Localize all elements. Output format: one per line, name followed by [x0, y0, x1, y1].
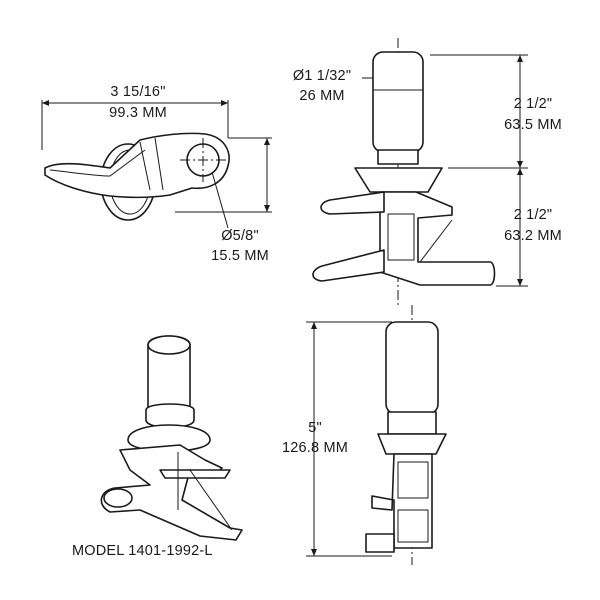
lower-mm-label: 63.2 MM	[504, 228, 562, 244]
top-view	[41, 100, 272, 229]
iso-brace	[189, 469, 233, 531]
width-in-label: 3 15/16"	[110, 84, 166, 100]
side-view-window-bottom	[397, 509, 429, 543]
hole-in-label: Ø5/8"	[221, 228, 259, 244]
shaft-dia-mm-label: 26 MM	[299, 88, 345, 104]
top-view-rib-1	[139, 141, 151, 191]
upper-mm-label: 63.5 MM	[504, 117, 562, 133]
front-view	[312, 38, 528, 305]
front-view-body	[379, 191, 496, 286]
front-view-lower-arm	[312, 249, 385, 282]
front-view-shaft	[372, 51, 424, 153]
total-in-label: 5"	[308, 420, 322, 436]
front-view-neck	[377, 149, 419, 165]
side-view-body	[371, 453, 433, 549]
hole-mm-label: 15.5 MM	[211, 248, 269, 264]
side-view-foot	[365, 533, 395, 553]
side-view-window-top	[397, 461, 429, 499]
front-view-collar	[354, 167, 443, 193]
side-view-collar	[377, 433, 447, 455]
model-label: MODEL 1401-1992-L	[72, 543, 213, 559]
hole-leader	[211, 171, 229, 229]
top-view-hook	[44, 132, 230, 199]
iso-neck	[145, 403, 195, 429]
side-view	[306, 305, 447, 565]
lower-in-label: 2 1/2"	[513, 207, 553, 223]
front-view-upper-arm	[320, 191, 385, 215]
total-mm-label: 126.8 MM	[281, 440, 349, 456]
side-view-shaft	[385, 321, 439, 415]
top-view-hook-edge	[49, 149, 146, 177]
front-view-brace	[419, 219, 453, 263]
front-view-slot	[387, 213, 415, 261]
iso-shaft-top	[147, 335, 191, 355]
top-view-rib-2	[154, 137, 164, 191]
upper-in-label: 2 1/2"	[513, 96, 553, 112]
iso-eye	[103, 488, 133, 508]
isometric-view	[100, 335, 243, 541]
width-mm-label: 99.3 MM	[109, 105, 167, 121]
side-view-neck	[387, 411, 437, 435]
shaft-dia-in-label: Ø1 1/32"	[292, 68, 352, 84]
